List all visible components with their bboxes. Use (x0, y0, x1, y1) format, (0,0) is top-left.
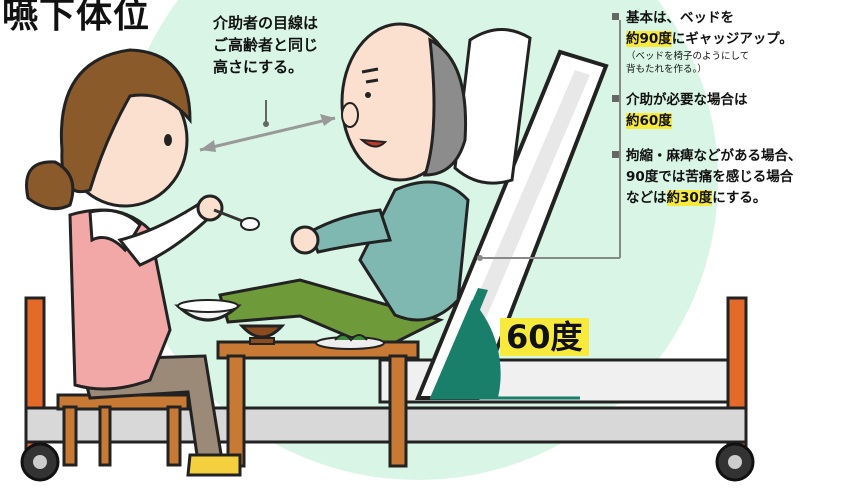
highlight-angle: 約90度 (626, 31, 672, 47)
patient-mouth (359, 138, 388, 148)
note-basic-90: 基本は、ベッドを 約90度にギャッジアップ。 （ベッドを椅子のようにして 背もた… (612, 8, 844, 76)
caregiver-shoes (186, 453, 242, 477)
bullet-icon (612, 151, 619, 158)
note-line: 約60度 (626, 111, 844, 132)
highlight-angle: 約60度 (626, 113, 672, 129)
soup-bowl (238, 324, 286, 339)
note-assist-60: 介助が必要な場合は 約60度 (612, 90, 844, 132)
sight-note-line: 介助者の目線は (213, 14, 319, 32)
note-line: 基本は、ベッドを (626, 10, 734, 26)
bullet-icon (612, 13, 619, 20)
note-line: 拘縮・麻痺などがある場合、 (626, 148, 802, 164)
note-fragment: にする。 (712, 190, 767, 206)
patient (218, 22, 470, 352)
caregiver (25, 48, 260, 477)
note-line: 約90度にギャッジアップ。 (626, 29, 844, 50)
angle-guidelines: 基本は、ベッドを 約90度にギャッジアップ。 （ベッドを椅子のようにして 背もた… (612, 8, 844, 223)
note-small: （ベッドを椅子のようにして (626, 51, 750, 62)
sight-note-line: ご高齢者と同じ (213, 36, 319, 54)
patient-arm (308, 208, 393, 254)
sight-level-note: 介助者の目線は ご高齢者と同じ 高さにする。 (213, 12, 363, 78)
note-line: などは約30度にする。 (626, 188, 844, 209)
pillow (453, 28, 532, 185)
note-line: 90度では苦痛を感じる場合 (626, 169, 794, 185)
patient-hair (422, 37, 468, 177)
angle-label: 60度 (500, 318, 589, 356)
note-fragment: にギャッジアップ。 (671, 31, 793, 47)
note-small: 背もたれを作る。） (626, 64, 707, 75)
sight-note-line: 高さにする。 (213, 58, 304, 76)
note-line: 介助が必要な場合は (626, 92, 748, 108)
spoon (213, 208, 246, 224)
patient-hand (290, 225, 320, 255)
notes-bracket (477, 20, 621, 261)
sight-arrow (199, 100, 336, 152)
angle-wedge (430, 288, 580, 400)
patient-torso (358, 180, 470, 322)
caregiver-hair (59, 48, 192, 193)
meal-table (216, 324, 420, 468)
bullet-icon (612, 95, 619, 102)
note-contracture-30: 拘縮・麻痺などがある場合、 90度では苦痛を感じる場合 などは約30度にする。 (612, 146, 844, 209)
title-fragment: 嚥下体位 (2, 0, 151, 36)
note-fragment: などは (626, 190, 667, 206)
highlight-angle: 約30度 (666, 190, 713, 206)
bed-base (24, 406, 748, 444)
